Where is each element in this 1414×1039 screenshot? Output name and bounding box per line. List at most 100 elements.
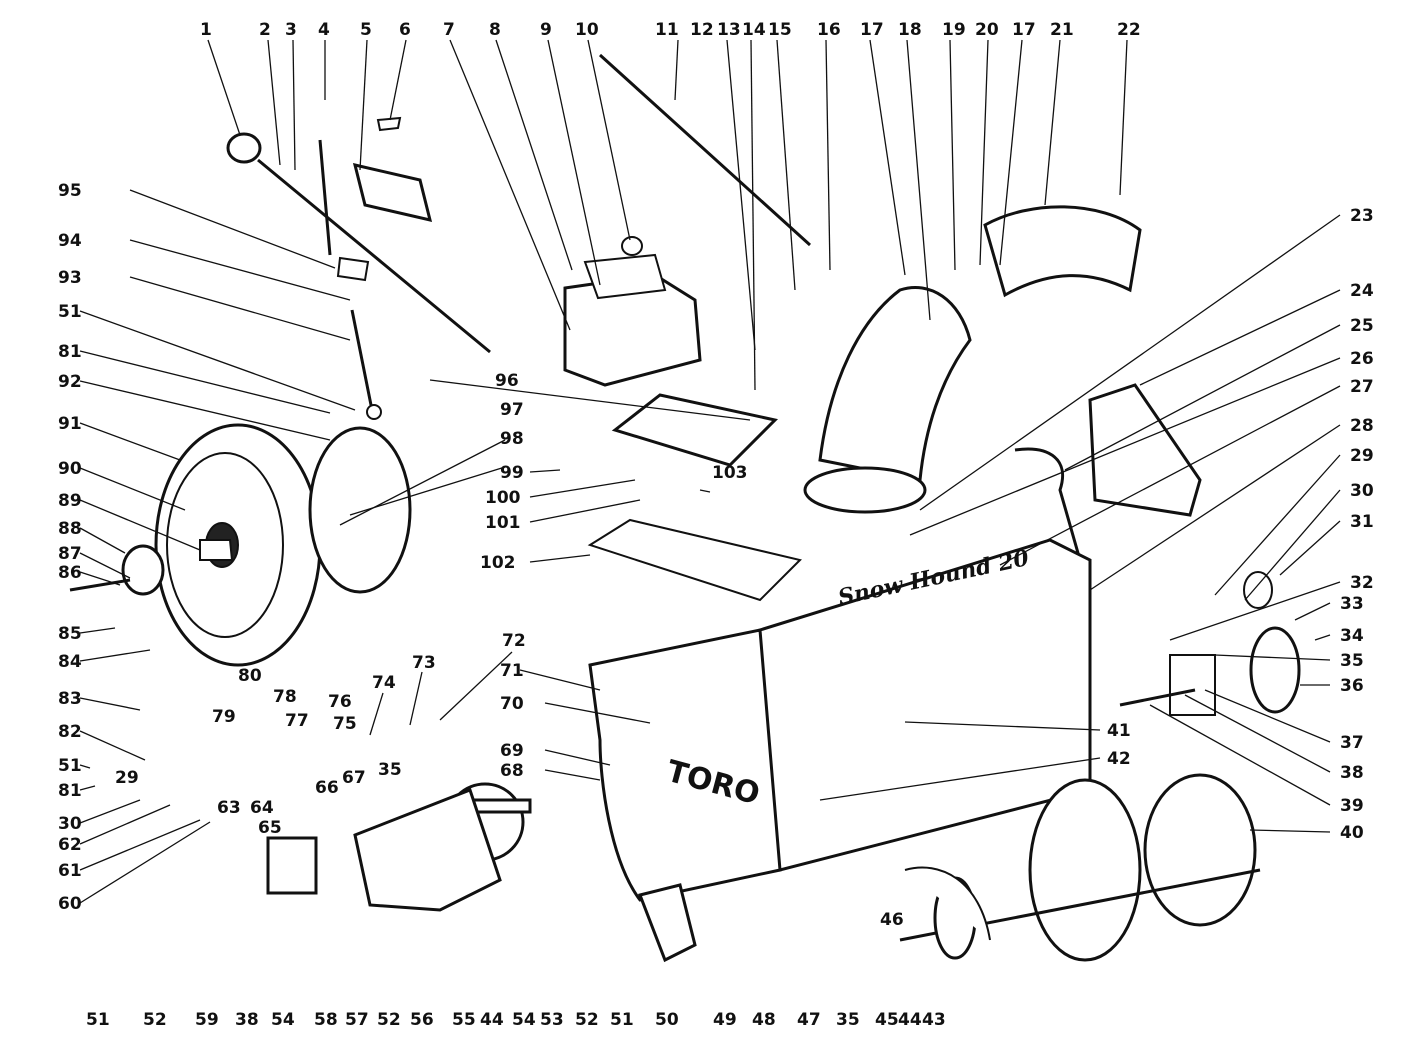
callout-label: 84 [58, 652, 82, 672]
leader-lines [79, 39, 1341, 904]
callout-label: 90 [58, 459, 82, 479]
wheel-tire [154, 423, 322, 667]
callout-label: 44 [480, 1010, 504, 1030]
callout-label: 64 [250, 798, 274, 818]
side-plate [266, 788, 502, 912]
callout-label: 3 [285, 20, 297, 40]
callout-label: 34 [1340, 626, 1364, 646]
callout-label: 89 [58, 491, 82, 511]
callout-label: 78 [273, 687, 297, 707]
callout-label: 20 [975, 20, 999, 40]
callout-label: 46 [880, 910, 904, 930]
callout-label: 5 [360, 20, 372, 40]
callout-label: 76 [328, 692, 352, 712]
callout-label: 9 [540, 20, 552, 40]
callout-label: 97 [500, 400, 524, 420]
callout-label: 28 [1350, 416, 1374, 436]
callout-label: 61 [58, 861, 82, 881]
callout-label: 80 [238, 666, 262, 686]
callout-label: 51 [86, 1010, 110, 1030]
callout-label: 40 [1340, 823, 1364, 843]
inner-callouts: 96 97 98 99 100 101 102 103 72 71 70 69 … [212, 371, 904, 930]
callout-label: 72 [502, 631, 526, 651]
callout-label: 49 [713, 1010, 737, 1030]
callout-label: 52 [377, 1010, 401, 1030]
callout-label: 29 [115, 768, 139, 788]
callout-label: 42 [1107, 749, 1131, 769]
callout-label: 39 [1340, 796, 1364, 816]
callout-label: 60 [58, 894, 82, 914]
callout-label: 56 [410, 1010, 434, 1030]
callout-label: 57 [345, 1010, 369, 1030]
callout-label: 75 [333, 714, 357, 734]
callout-label: 10 [575, 20, 599, 40]
callout-label: 96 [495, 371, 519, 391]
callout-label: 103 [712, 463, 748, 483]
callout-label: 2 [259, 20, 271, 40]
callout-label: 87 [58, 544, 82, 564]
callout-label: 69 [500, 741, 524, 761]
callout-label: 1 [200, 20, 212, 40]
callout-label: 35 [836, 1010, 860, 1030]
callout-label: 7 [443, 20, 455, 40]
callout-label: 98 [500, 429, 524, 449]
callout-label: 48 [752, 1010, 776, 1030]
pulley-right [1119, 571, 1301, 716]
callout-label: 81 [58, 342, 82, 362]
callout-label: 13 [717, 20, 741, 40]
callout-label: 18 [898, 20, 922, 40]
callout-label: 82 [58, 722, 82, 742]
callout-label: 100 [485, 488, 521, 508]
top-callouts: 1 2 3 4 5 6 7 8 9 10 11 12 13 14 15 16 1… [200, 20, 1141, 40]
callout-label: 91 [58, 414, 82, 434]
callout-label: 44 [898, 1010, 922, 1030]
callout-label: 102 [480, 553, 516, 573]
callout-label: 99 [500, 463, 524, 483]
callout-label: 22 [1117, 20, 1141, 40]
callout-label: 65 [258, 818, 282, 838]
callout-label: 74 [372, 673, 396, 693]
belt-guard [1014, 383, 1202, 561]
callout-label: 52 [575, 1010, 599, 1030]
callout-label: 45 [875, 1010, 899, 1030]
callout-label: 51 [58, 756, 82, 776]
callout-label: 19 [942, 20, 966, 40]
callout-label: 71 [500, 661, 524, 681]
callout-label: 11 [655, 20, 679, 40]
callout-label: 66 [315, 778, 339, 798]
callout-label: 95 [58, 181, 82, 201]
callout-label: 53 [540, 1010, 564, 1030]
callout-label: 55 [452, 1010, 476, 1030]
callout-label: 43 [922, 1010, 946, 1030]
callout-label: 17 [1012, 20, 1036, 40]
callout-label: 79 [212, 707, 236, 727]
callout-label: 38 [1340, 763, 1364, 783]
callout-label: 17 [860, 20, 884, 40]
callout-label: 67 [342, 768, 366, 788]
callout-label: 30 [1350, 481, 1374, 501]
bottom-callouts: 51 52 59 38 54 58 57 52 56 55 44 54 53 5… [86, 1010, 946, 1030]
callout-label: 14 [742, 20, 766, 40]
callout-label: 35 [1340, 651, 1364, 671]
callout-label: 15 [768, 20, 792, 40]
callout-label: 81 [58, 781, 82, 801]
wheel-hub-parts [69, 426, 412, 596]
callout-label: 51 [58, 302, 82, 322]
callout-label: 29 [1350, 446, 1374, 466]
callout-label: 77 [285, 711, 309, 731]
callout-label: 8 [489, 20, 501, 40]
left-callouts: 95 94 93 51 81 92 91 90 89 88 87 86 85 8… [58, 181, 139, 914]
callout-label: 63 [217, 798, 241, 818]
callout-label: 26 [1350, 349, 1374, 369]
callout-label: 88 [58, 519, 82, 539]
auger [899, 773, 1261, 962]
callout-label: 30 [58, 814, 82, 834]
shift-rod-assembly [226, 116, 491, 420]
callout-label: 68 [500, 761, 524, 781]
callout-label: 62 [58, 835, 82, 855]
discharge-chute [803, 205, 1142, 514]
callout-label: 73 [412, 653, 436, 673]
callout-label: 85 [58, 624, 82, 644]
skid-shoe [637, 883, 697, 963]
